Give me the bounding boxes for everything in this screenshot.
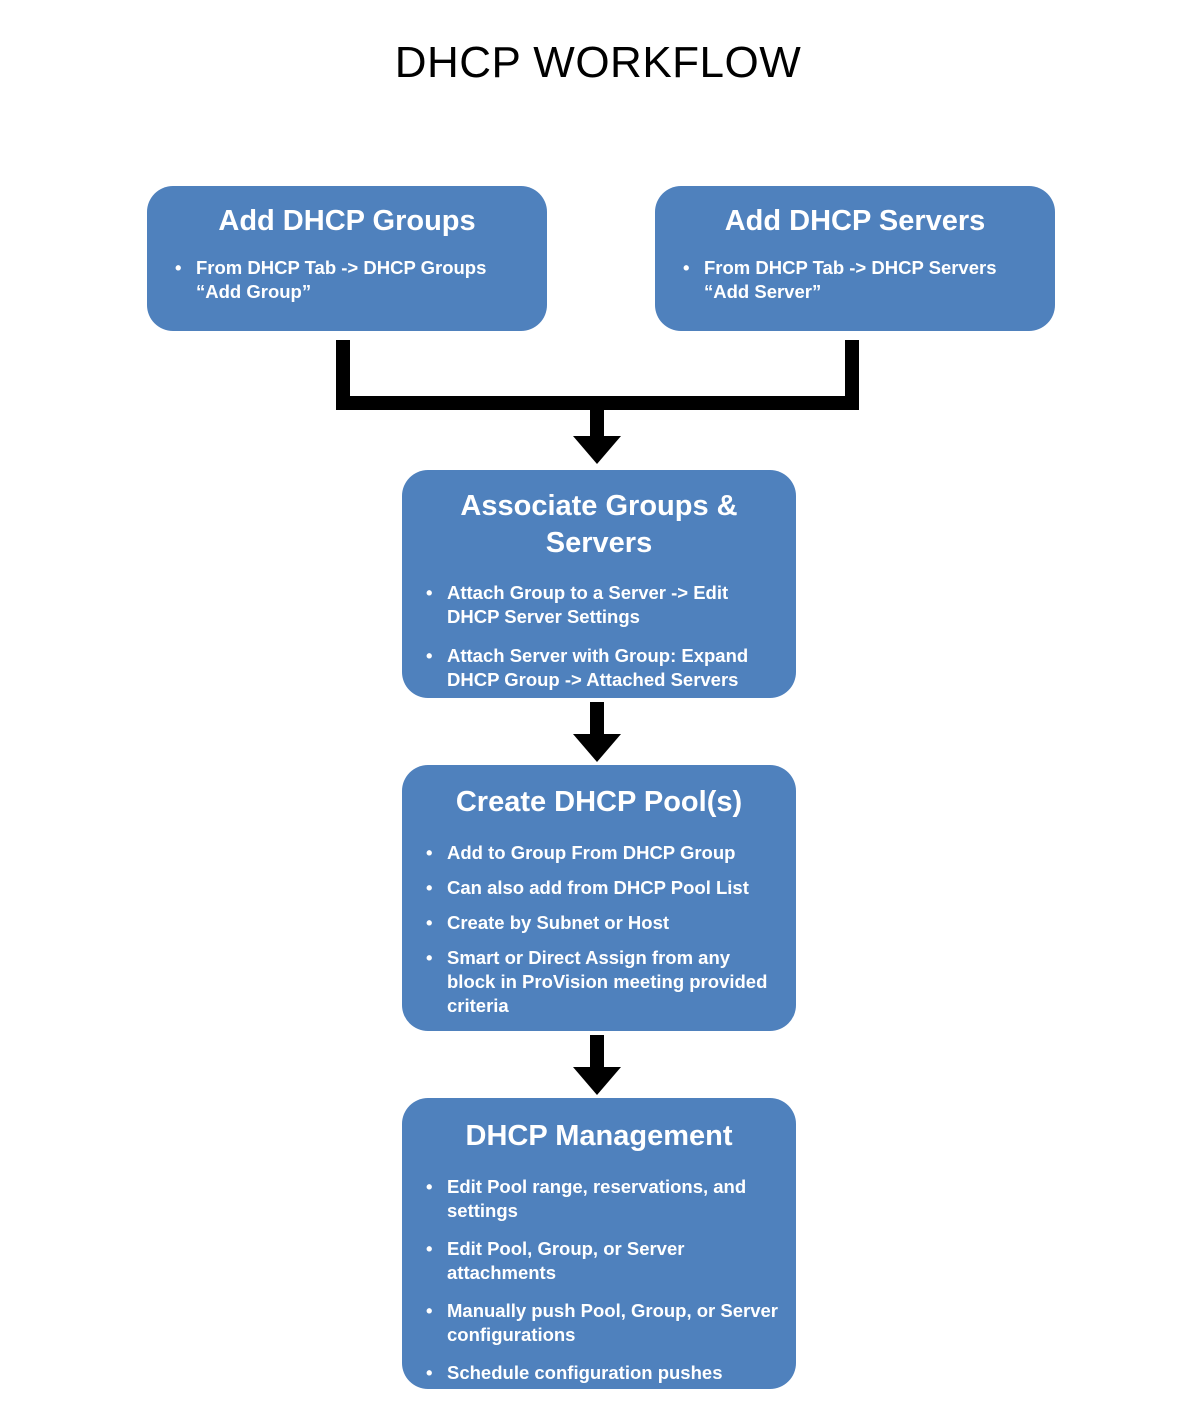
node-title: Add DHCP Groups xyxy=(218,205,476,237)
bullet-icon: • xyxy=(426,911,433,933)
node-title: Add DHCP Servers xyxy=(724,205,986,237)
node-dhcp-management[interactable]: DHCP Management • Edit Pool range, reser… xyxy=(402,1098,796,1389)
list-item-text: From DHCP Tab -> DHCP Groups “Add Group” xyxy=(196,256,487,302)
node-title: Create DHCP Pool(s) xyxy=(455,786,743,818)
bullet-icon: • xyxy=(426,1299,433,1321)
list-item-text: Attach Group to a Server -> Edit DHCP Se… xyxy=(447,582,729,628)
bullet-icon: • xyxy=(426,946,433,968)
bullet-icon: • xyxy=(426,841,433,863)
node-bullet-list: • From DHCP Tab -> DHCP Servers “Add Ser… xyxy=(655,256,1055,304)
node-title: DHCP Management xyxy=(465,1120,733,1152)
node-title: Associate Groups & Servers xyxy=(460,490,738,559)
arrowhead-down-icon xyxy=(573,1067,621,1095)
list-item: • Add to Group From DHCP Group xyxy=(422,841,780,865)
list-item-text: Create by Subnet or Host xyxy=(447,911,670,933)
bullet-icon: • xyxy=(175,256,182,278)
page-title: DHCP WORKFLOW xyxy=(394,38,802,87)
node-add-dhcp-servers[interactable]: Add DHCP Servers • From DHCP Tab -> DHCP… xyxy=(655,186,1055,331)
node-bullet-list: • From DHCP Tab -> DHCP Groups “Add Grou… xyxy=(147,256,547,304)
list-item: • From DHCP Tab -> DHCP Servers “Add Ser… xyxy=(679,256,1037,304)
node-create-dhcp-pools[interactable]: Create DHCP Pool(s) • Add to Group From … xyxy=(402,765,796,1031)
node-add-dhcp-groups[interactable]: Add DHCP Groups • From DHCP Tab -> DHCP … xyxy=(147,186,547,331)
list-item-text: From DHCP Tab -> DHCP Servers “Add Serve… xyxy=(704,256,997,302)
node-bullet-list: • Edit Pool range, reservations, and set… xyxy=(402,1175,796,1385)
node-bullet-list: • Add to Group From DHCP Group • Can als… xyxy=(402,841,796,1018)
connector-pools-to-management-stem xyxy=(590,1035,604,1071)
bullet-icon: • xyxy=(426,645,433,667)
connector-left-vertical-line xyxy=(336,340,350,410)
list-item: • Can also add from DHCP Pool List xyxy=(422,876,780,900)
list-item-text: Edit Pool, Group, or Server attachments xyxy=(447,1237,685,1283)
list-item: • Schedule configuration pushes xyxy=(422,1361,780,1385)
arrowhead-down-icon xyxy=(573,436,621,464)
connector-associate-to-pools-stem xyxy=(590,702,604,738)
bullet-icon: • xyxy=(426,1237,433,1259)
list-item-text: Attach Server with Group: Expand DHCP Gr… xyxy=(447,645,749,691)
list-item: • Edit Pool range, reservations, and set… xyxy=(422,1175,780,1223)
list-item: • Edit Pool, Group, or Server attachment… xyxy=(422,1237,780,1285)
list-item-text: Can also add from DHCP Pool List xyxy=(447,876,749,898)
list-item: • Create by Subnet or Host xyxy=(422,911,780,935)
node-associate-groups-servers[interactable]: Associate Groups & Servers • Attach Grou… xyxy=(402,470,796,698)
list-item: • From DHCP Tab -> DHCP Groups “Add Grou… xyxy=(171,256,529,304)
node-bullet-list: • Attach Group to a Server -> Edit DHCP … xyxy=(402,581,796,692)
list-item: • Manually push Pool, Group, or Server c… xyxy=(422,1299,780,1347)
list-item-text: Smart or Direct Assign from any block in… xyxy=(447,946,768,1016)
bullet-icon: • xyxy=(426,1361,433,1383)
bullet-icon: • xyxy=(426,876,433,898)
list-item-text: Edit Pool range, reservations, and setti… xyxy=(447,1175,747,1221)
list-item: • Attach Group to a Server -> Edit DHCP … xyxy=(422,581,780,629)
connector-right-vertical-line xyxy=(845,340,859,410)
list-item-text: Add to Group From DHCP Group xyxy=(447,841,736,863)
bullet-icon: • xyxy=(426,582,433,604)
connector-merge-stem xyxy=(590,396,604,440)
list-item: • Attach Server with Group: Expand DHCP … xyxy=(422,644,780,692)
list-item-text: Schedule configuration pushes xyxy=(447,1361,723,1383)
bullet-icon: • xyxy=(426,1175,433,1197)
arrowhead-down-icon xyxy=(573,734,621,762)
bullet-icon: • xyxy=(683,256,690,278)
list-item: • Smart or Direct Assign from any block … xyxy=(422,946,780,1018)
list-item-text: Manually push Pool, Group, or Server con… xyxy=(447,1299,779,1345)
